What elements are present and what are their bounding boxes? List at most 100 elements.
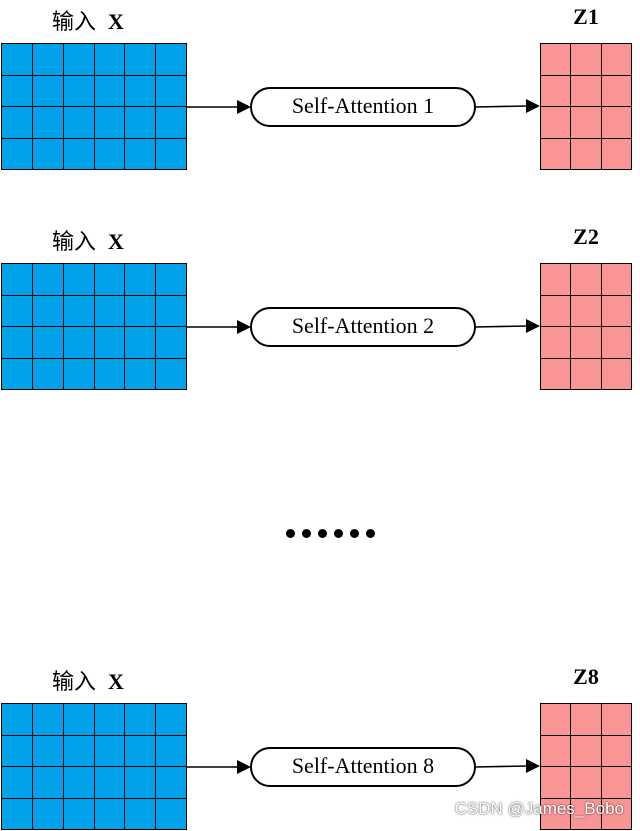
arrow-to-output xyxy=(474,105,528,108)
input-matrix-cell xyxy=(2,798,33,830)
input-matrix-cell xyxy=(63,75,95,107)
input-matrix xyxy=(1,703,187,830)
input-matrix-cell xyxy=(125,767,157,799)
input-matrix-cell xyxy=(32,735,64,767)
input-matrix-cell xyxy=(156,75,187,107)
input-matrix-cell xyxy=(156,767,187,799)
input-matrix-cell xyxy=(94,767,126,799)
output-matrix-cell xyxy=(601,44,632,76)
attention-pill xyxy=(250,87,476,127)
input-matrix-cell xyxy=(32,767,64,799)
input-matrix-cell xyxy=(2,138,33,170)
arrowhead-icon xyxy=(237,100,251,114)
input-matrix-cell xyxy=(125,44,157,76)
output-matrix-cell xyxy=(541,704,572,736)
input-matrix-cell xyxy=(2,704,33,736)
input-label-text: 输入 xyxy=(52,10,97,35)
ellipsis-dot xyxy=(349,528,359,538)
input-matrix-cell xyxy=(94,295,126,327)
input-matrix-cell xyxy=(2,735,33,767)
arrowhead-icon xyxy=(237,320,251,334)
input-matrix-cell xyxy=(156,44,187,76)
input-matrix-cell xyxy=(32,295,64,327)
input-matrix-cell xyxy=(125,295,157,327)
input-variable: X xyxy=(108,229,124,254)
arrowhead-icon xyxy=(526,319,540,333)
input-label: 输入 X xyxy=(52,224,124,256)
input-matrix-cell xyxy=(125,798,157,830)
output-matrix-cell xyxy=(541,264,572,296)
connector xyxy=(187,307,540,347)
input-matrix-cell xyxy=(94,138,126,170)
output-matrix-cell xyxy=(601,735,632,767)
input-matrix-cell xyxy=(156,704,187,736)
input-matrix-cell xyxy=(125,735,157,767)
ellipsis-dot xyxy=(301,528,311,538)
input-matrix-cell xyxy=(2,75,33,107)
output-label: Z8 xyxy=(573,664,599,689)
output-matrix-cell xyxy=(541,358,572,390)
input-matrix-cell xyxy=(32,264,64,296)
input-matrix-cell xyxy=(32,44,64,76)
input-matrix-cell xyxy=(156,735,187,767)
arrowhead-icon xyxy=(237,760,251,774)
output-matrix-cell xyxy=(571,138,602,170)
output-matrix-cell xyxy=(571,735,602,767)
output-matrix-cell xyxy=(601,767,632,799)
input-matrix-cell xyxy=(125,264,157,296)
watermark: CSDN @James_Bobo xyxy=(454,799,624,818)
output-matrix-cell xyxy=(571,798,602,830)
connector xyxy=(187,747,540,787)
input-matrix-cell xyxy=(125,75,157,107)
output-matrix-cell xyxy=(571,295,602,327)
output-matrix-cell xyxy=(571,107,602,139)
input-matrix-cell xyxy=(2,295,33,327)
ellipsis-dot xyxy=(333,528,343,538)
input-matrix-cell xyxy=(32,327,64,359)
input-matrix-cell xyxy=(125,107,157,139)
output-matrix-cell xyxy=(571,767,602,799)
connector xyxy=(187,87,540,127)
input-matrix-cell xyxy=(94,358,126,390)
input-matrix-cell xyxy=(63,295,95,327)
input-matrix-cell xyxy=(32,107,64,139)
ellipsis-dots xyxy=(260,518,400,548)
input-matrix xyxy=(1,43,187,170)
input-matrix-cell xyxy=(156,107,187,139)
input-matrix-cell xyxy=(125,358,157,390)
input-matrix-cell xyxy=(156,358,187,390)
input-matrix-cell xyxy=(94,44,126,76)
input-matrix-cell xyxy=(156,295,187,327)
output-matrix-cell xyxy=(541,295,572,327)
input-matrix-cell xyxy=(156,798,187,830)
input-variable: X xyxy=(108,669,124,694)
output-matrix-cell xyxy=(571,264,602,296)
output-matrix-cell xyxy=(571,44,602,76)
input-matrix xyxy=(1,263,187,390)
input-matrix-cell xyxy=(63,767,95,799)
output-matrix-cell xyxy=(541,107,572,139)
output-matrix-cell xyxy=(541,138,572,170)
ellipsis-dot xyxy=(365,528,375,538)
ellipsis-dot xyxy=(285,528,295,538)
input-matrix-cell xyxy=(32,358,64,390)
output-matrix xyxy=(540,43,632,170)
input-matrix-cell xyxy=(63,107,95,139)
input-label-text: 输入 xyxy=(52,230,97,255)
input-matrix-cell xyxy=(2,44,33,76)
output-matrix-cell xyxy=(571,75,602,107)
input-matrix-cell xyxy=(156,264,187,296)
input-matrix-cell xyxy=(125,704,157,736)
arrowhead-icon xyxy=(526,759,540,773)
input-matrix-cell xyxy=(2,358,33,390)
input-matrix-cell xyxy=(63,798,95,830)
input-matrix-cell xyxy=(94,704,126,736)
output-matrix-cell xyxy=(601,704,632,736)
input-matrix-cell xyxy=(63,327,95,359)
input-matrix-cell xyxy=(63,44,95,76)
input-matrix-cell xyxy=(156,327,187,359)
output-matrix-cell xyxy=(601,327,632,359)
